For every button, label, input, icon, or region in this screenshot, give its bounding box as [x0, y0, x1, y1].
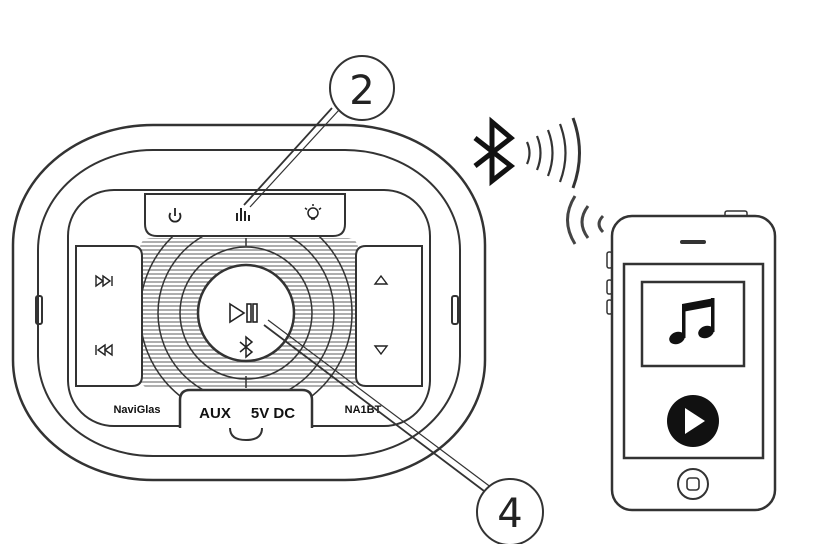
left-side-tab — [35, 295, 43, 325]
play-button-icon[interactable] — [667, 395, 719, 447]
callout-2: 2 — [243, 55, 395, 208]
music-note-icon — [669, 298, 715, 345]
bottom-connector-plate — [178, 388, 314, 428]
label-aux: AUX — [199, 405, 231, 422]
equalizer-icon[interactable] — [236, 208, 250, 221]
label-5v-dc: 5V DC — [251, 405, 295, 422]
phone-speaker — [680, 240, 706, 244]
callout-4-number: 4 — [497, 491, 522, 537]
smartphone — [606, 210, 777, 512]
bluetooth-symbol-icon — [473, 116, 516, 187]
incoming-signal-waves — [566, 195, 605, 245]
volume-up-triangle-icon[interactable] — [373, 274, 389, 285]
bluetooth-icon — [239, 335, 254, 359]
home-button[interactable] — [677, 468, 709, 500]
next-track-icon[interactable] — [95, 274, 113, 288]
bottom-cable-notch — [229, 427, 263, 442]
previous-track-icon[interactable] — [95, 343, 113, 357]
power-icon[interactable] — [168, 208, 182, 223]
callout-2-number: 2 — [349, 68, 374, 114]
outgoing-signal-waves — [525, 117, 581, 189]
volume-down-triangle-icon[interactable] — [373, 345, 389, 356]
controller-outer-rim — [11, 123, 487, 482]
play-pause-icon[interactable] — [229, 302, 258, 324]
album-art-frame — [640, 280, 746, 368]
right-side-tab — [451, 295, 459, 325]
label-naviglas: NaviGlas — [113, 404, 160, 416]
callout-4: 4 — [263, 319, 544, 544]
left-button-pad[interactable] — [75, 245, 143, 387]
controller-inner-rim — [37, 149, 461, 457]
play-pause-button[interactable] — [196, 263, 296, 363]
light-bulb-icon[interactable] — [304, 204, 322, 220]
right-button-pad[interactable] — [355, 245, 423, 387]
